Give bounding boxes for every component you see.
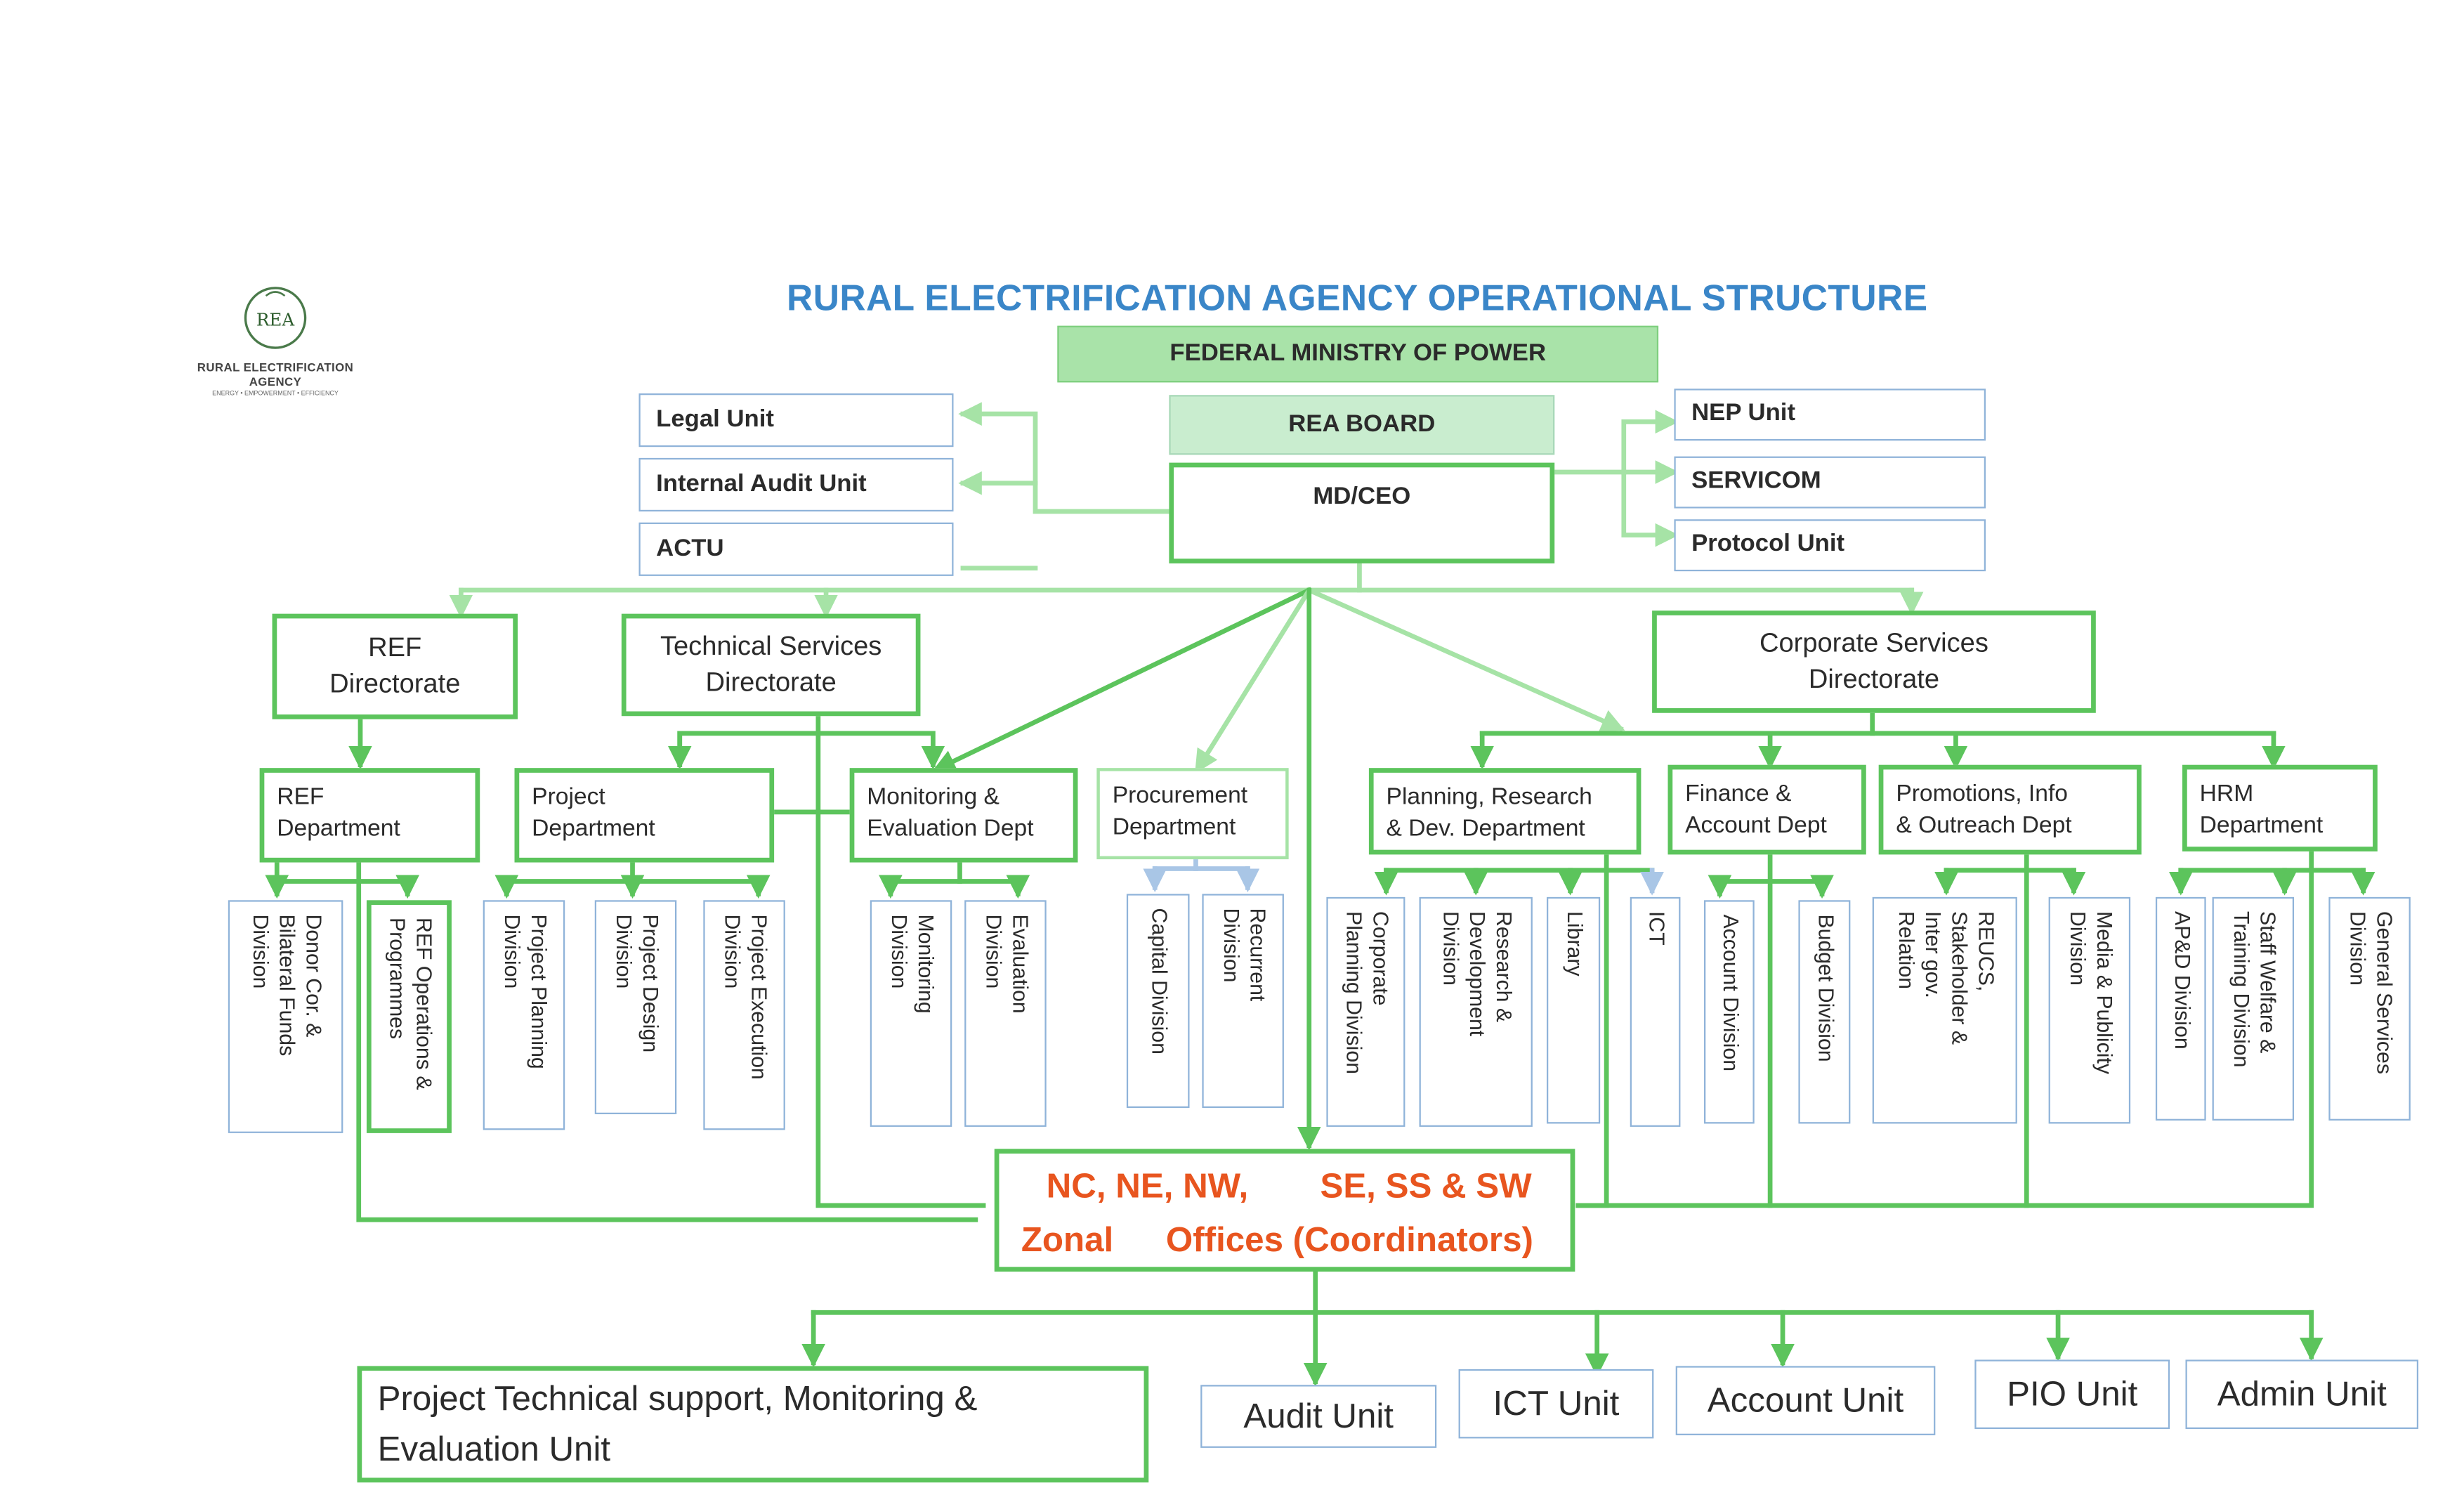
zonal-offices-box: NC, NE, NW, SE, SS & SW Zonal Offices (C… (994, 1149, 1575, 1272)
monitoring-evaluation-dept-box: Monitoring & Evaluation Dept (849, 768, 1078, 863)
finance-account-dept-box: Finance & Account Dept (1667, 764, 1866, 855)
logo-tagline: ENERGY • EMPOWERMENT • EFFICIENCY (212, 389, 339, 397)
division-account: Account Division (1704, 900, 1755, 1124)
division-general-services: General Services Division (2328, 896, 2411, 1121)
svg-text:REA: REA (256, 310, 296, 330)
zonal-regions-south: SE, SS & SW (1320, 1166, 1532, 1206)
zonal-label: Zonal (1021, 1220, 1114, 1260)
procurement-department-box: Procurement Department (1096, 768, 1289, 860)
division-monitoring: Monitoring Division (870, 900, 952, 1127)
division-research-development: Research & Development Division (1419, 896, 1533, 1127)
division-recurrent: Recurrent Division (1202, 894, 1284, 1109)
ref-directorate-box: REF Directorate (272, 613, 518, 719)
md-ceo-box: MD/CEO (1169, 462, 1555, 563)
audit-unit-box: Audit Unit (1200, 1385, 1437, 1448)
zonal-regions-north: NC, NE, NW, (1046, 1166, 1249, 1206)
division-media-publicity: Media & Publicity Division (2048, 896, 2131, 1124)
division-budget: Budget Division (1798, 900, 1851, 1124)
chart-title: RURAL ELECTRIFICATION AGENCY OPERATIONAL… (787, 277, 1928, 318)
division-apd: AP&D Division (2155, 896, 2206, 1121)
division-reucs-stakeholder: REUCS, Stakeholder & Inter gov. Relation (1872, 896, 2017, 1124)
division-ref-operations: REF Operations & Programmes (366, 900, 452, 1133)
division-project-planning: Project Planning Division (483, 900, 565, 1130)
admin-unit-box: Admin Unit (2185, 1359, 2419, 1430)
corporate-services-directorate-box: Corporate Services Directorate (1652, 611, 2096, 713)
account-unit-box: Account Unit (1675, 1366, 1936, 1435)
actu-box: ACTU (638, 522, 954, 576)
division-ict: ICT (1630, 896, 1681, 1127)
logo-name: RURAL ELECTRIFICATION AGENCY (197, 360, 354, 389)
planning-research-department-box: Planning, Research & Dev. Department (1368, 768, 1641, 855)
rea-board-box: REA BOARD (1169, 395, 1555, 455)
project-technical-support-unit-box: Project Technical support, Monitoring & … (357, 1366, 1149, 1483)
protocol-unit-box: Protocol Unit (1674, 519, 1986, 572)
division-capital: Capital Division (1126, 894, 1190, 1109)
division-staff-welfare: Staff Welfare & Training Division (2212, 896, 2295, 1121)
rea-logo: REA RURAL ELECTRIFICATION AGENCY ENERGY … (170, 283, 381, 397)
legal-unit-box: Legal Unit (638, 393, 954, 448)
division-project-design: Project Design Division (594, 900, 677, 1114)
division-library: Library (1547, 896, 1601, 1124)
ict-unit-box: ICT Unit (1458, 1369, 1654, 1439)
rea-emblem-icon: REA (244, 287, 307, 349)
servicom-box: SERVICOM (1674, 456, 1986, 509)
division-evaluation: Evaluation Division (964, 900, 1047, 1127)
zonal-coordinators-label: Offices (Coordinators) (1165, 1220, 1533, 1260)
internal-audit-unit-box: Internal Audit Unit (638, 457, 954, 512)
technical-services-directorate-box: Technical Services Directorate (621, 613, 921, 717)
division-project-execution: Project Execution Division (703, 900, 785, 1130)
ref-department-box: REF Department (259, 768, 480, 863)
promotions-info-dept-box: Promotions, Info & Outreach Dept (1878, 764, 2142, 855)
federal-ministry-box: FEDERAL MINISTRY OF POWER (1057, 325, 1659, 383)
project-department-box: Project Department (514, 768, 775, 863)
division-corporate-planning: Corporate Planning Division (1326, 896, 1405, 1127)
division-donor-bilateral: Donor Cor. & Bilateral Funds Division (228, 900, 343, 1133)
nep-unit-box: NEP Unit (1674, 389, 1986, 441)
pio-unit-box: PIO Unit (1974, 1359, 2170, 1430)
hrm-department-box: HRM Department (2182, 764, 2378, 851)
